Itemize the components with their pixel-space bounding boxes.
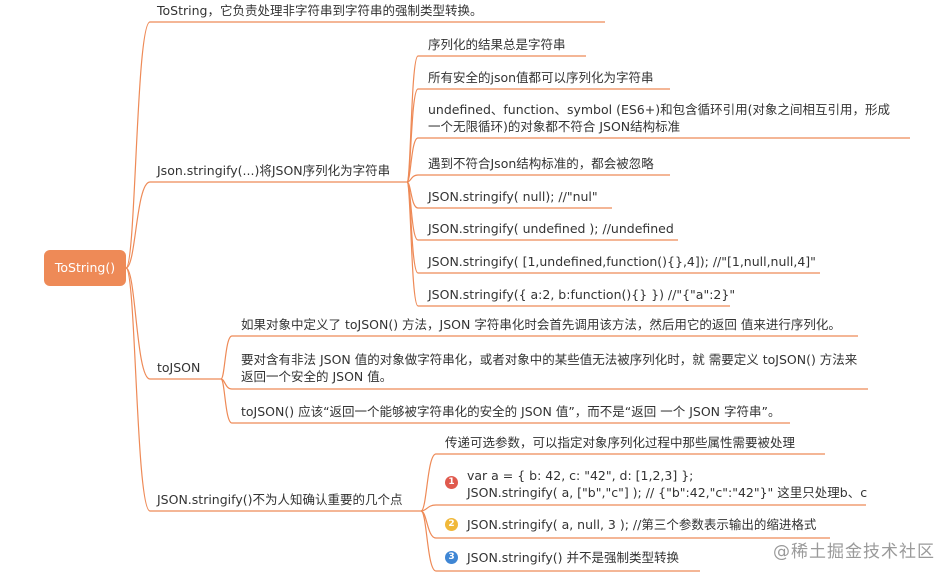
tojson-child: toJSON() 应该“返回一个能够被字符串化的安全的 JSON 值”，而不是“… [241, 404, 781, 419]
branch-tojson: toJSON [157, 360, 201, 375]
json-child: JSON.stringify( null); //"nul" [428, 189, 598, 204]
connector-important-child [420, 453, 825, 512]
number-badge-1: 1 [445, 476, 458, 489]
branch-important-points: JSON.stringify()不为人知确认重要的几个点 [157, 492, 403, 507]
important-child: JSON.stringify() 并不是强制类型转换 [467, 550, 679, 565]
json-child: 遇到不符合Json结构标准的，都会被忽略 [428, 156, 654, 171]
connector-important-child [420, 510, 700, 572]
json-child: 所有安全的json值都可以序列化为字符串 [428, 70, 654, 85]
branch-tostring: ToString，它负责处理非字符串到字符串的强制类型转换。 [157, 3, 483, 18]
number-badge-2: 2 [445, 518, 458, 531]
important-child: JSON.stringify( a, null, 3 ); //第三个参数表示输… [467, 517, 817, 532]
json-child: JSON.stringify( undefined ); //undefined [428, 221, 674, 236]
important-child-line: JSON.stringify( a, ["b","c"] ); // {"b":… [467, 485, 868, 500]
json-child: JSON.stringify({ a:2, b:function(){} }) … [428, 287, 736, 302]
json-child: undefined、function、symbol (ES6+)和包含循环引用(… [428, 102, 890, 134]
number-badge-3: 3 [445, 551, 458, 564]
connector-json-child [406, 137, 910, 183]
connector-root-tostring [125, 21, 605, 269]
connector-root-important [125, 267, 421, 512]
branch-json-stringify: Json.stringify(...)将JSON序列化为字符串 [157, 163, 391, 178]
json-child: JSON.stringify( [1,undefined,function(){… [428, 254, 816, 269]
watermark: @稀土掘金技术社区 [773, 542, 935, 562]
connector-important-child [420, 504, 866, 512]
connector-tojson-child [220, 378, 868, 390]
root-node: ToString() [44, 250, 126, 286]
connector-tojson-child [220, 378, 790, 424]
connector-tojson-child [220, 335, 858, 380]
important-child-line: var a = { b: 42, c: "42", d: [1,2,3] }; [467, 468, 694, 483]
connector-root-json [125, 181, 407, 269]
connector-root-tojson [125, 267, 221, 380]
tojson-child: 如果对象中定义了 toJSON() 方法，JSON 字符串化时会首先调用该方法，… [241, 317, 841, 332]
json-child: 序列化的结果总是字符串 [428, 37, 566, 52]
important-child: 传递可选参数，可以指定对象序列化过程中那些属性需要被处理 [445, 435, 796, 450]
connector-json-child [406, 174, 670, 183]
tojson-child: 要对含有非法 JSON 值的对象做字符串化，或者对象中的某些值无法被序列化时，就… [241, 352, 858, 384]
connector-json-child [406, 181, 730, 307]
